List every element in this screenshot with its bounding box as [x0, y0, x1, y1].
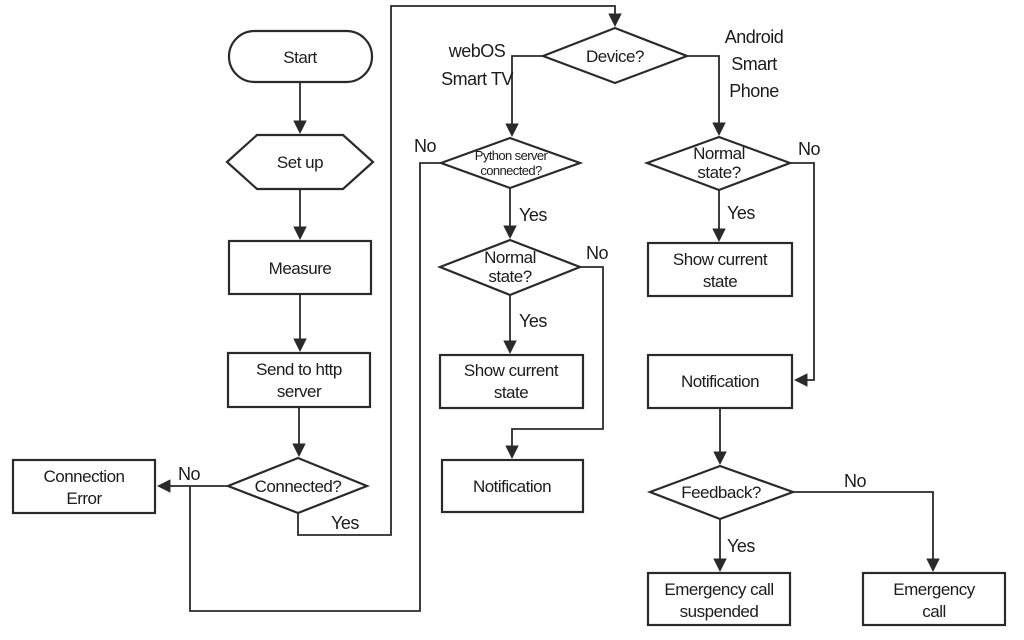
edge-device-android [687, 55, 726, 137]
branch-no-connected: No [178, 464, 200, 484]
node-normal-state-mid [436, 238, 584, 297]
node-python-server-label-line2: connected? [480, 163, 542, 178]
node-normal-state-right-label-line1: Normal [693, 144, 745, 163]
node-emergency-call [861, 571, 1007, 627]
node-notification-mid-label: Notification [473, 477, 551, 496]
node-measure [227, 239, 373, 296]
node-feedback-label: Feedback? [681, 483, 761, 502]
node-emergency-call-label-line2: call [922, 602, 946, 621]
edge-normal-mid-no [505, 266, 604, 460]
node-show-current-mid [438, 353, 585, 410]
node-show-current-right [646, 241, 794, 298]
branch-no-normal-mid: No [586, 243, 608, 263]
branch-yes-normal-right: Yes [727, 203, 755, 223]
branch-yes-python: Yes [519, 205, 547, 225]
node-measure-label: Measure [269, 259, 332, 278]
node-send-http-label-line2: server [277, 382, 322, 401]
edge-python-no-loop [189, 162, 441, 612]
node-python-server [437, 136, 584, 190]
node-show-current-mid-label-line2: state [494, 383, 528, 402]
node-connection-error-label-line1: Connection [43, 467, 124, 486]
node-notification-mid [440, 458, 585, 514]
annotation-android-line2: Smart [731, 54, 777, 74]
edge-feedback-no [793, 491, 940, 573]
node-python-server-label-line1: Python server [475, 148, 549, 163]
node-setup-label: Set up [277, 153, 323, 172]
node-feedback [646, 464, 797, 521]
annotation-android-line3: Phone [729, 81, 779, 101]
node-send-http-label-line1: Send to http [256, 360, 342, 379]
node-emergency-call-label-line1: Emergency [893, 580, 975, 599]
branch-yes-connected: Yes [331, 513, 359, 533]
node-connected [224, 456, 370, 515]
node-start [227, 29, 374, 84]
node-device [539, 26, 691, 85]
edge-device-webos [505, 55, 543, 138]
node-connection-error [11, 458, 157, 515]
node-connection-error-label-line2: Error [66, 489, 102, 508]
branch-no-normal-right: No [798, 139, 820, 159]
node-emergency-suspended-label-line2: suspended [680, 602, 759, 621]
branch-no-python: No [414, 136, 436, 156]
node-normal-state-mid-label-line2: state? [488, 267, 531, 286]
node-emergency-suspended [646, 571, 792, 627]
edge-connected-yes-loop [297, 5, 622, 536]
node-normal-state-mid-label-line1: Normal [484, 248, 536, 267]
branch-yes-normal-mid: Yes [519, 311, 547, 331]
annotation-android-line1: Android [725, 27, 784, 47]
annotation-webos-line1: webOS [448, 41, 506, 61]
node-normal-state-right [643, 135, 794, 192]
branch-no-feedback: No [844, 471, 866, 491]
node-emergency-suspended-label-line1: Emergency call [664, 580, 773, 599]
node-show-current-mid-label-line1: Show current [464, 361, 559, 380]
edge-normal-right-no [790, 162, 815, 387]
node-show-current-right-label-line2: state [703, 272, 737, 291]
node-setup [225, 133, 375, 191]
node-send-http [226, 351, 372, 409]
node-notification-right [646, 353, 794, 410]
node-notification-right-label: Notification [681, 372, 759, 391]
node-show-current-right-label-line1: Show current [673, 250, 768, 269]
node-start-label: Start [283, 48, 317, 67]
branch-yes-feedback: Yes [727, 536, 755, 556]
node-normal-state-right-label-line2: state? [697, 163, 740, 182]
node-connected-label: Connected? [255, 477, 342, 496]
node-device-label: Device? [586, 47, 644, 66]
annotation-webos-line2: Smart TV [441, 69, 513, 89]
